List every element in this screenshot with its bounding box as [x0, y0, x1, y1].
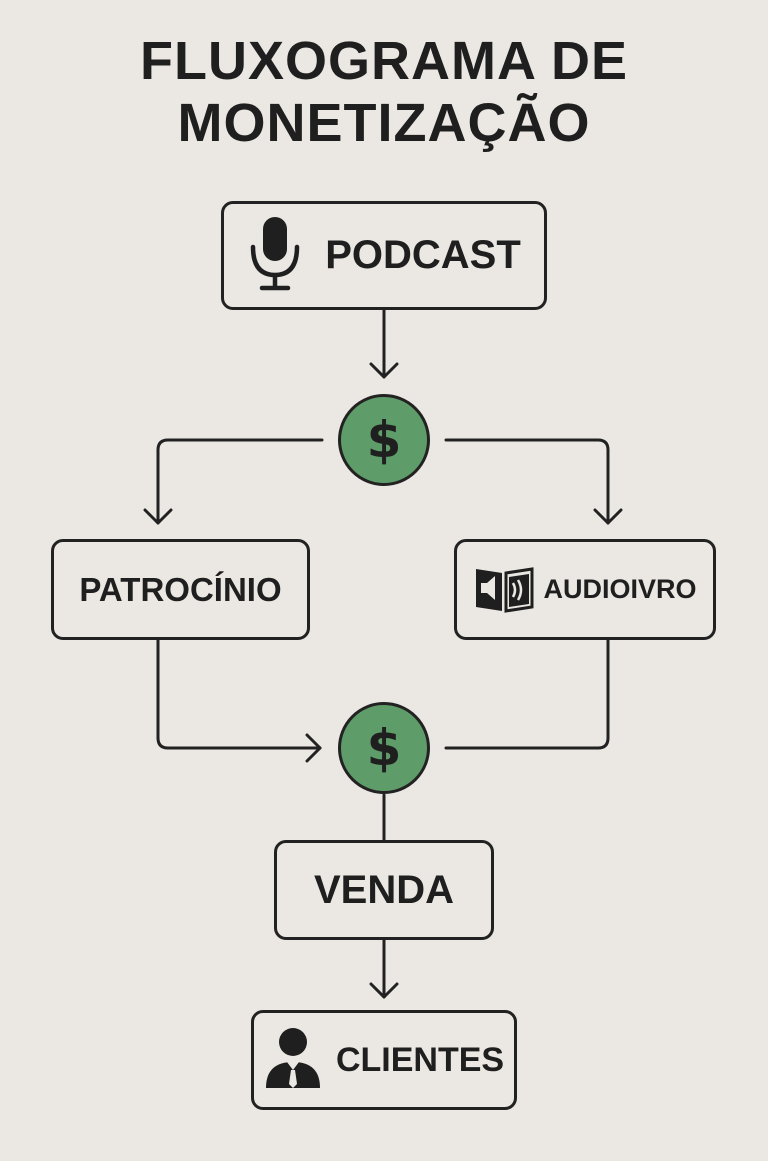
- coin-top-symbol: $: [366, 411, 402, 469]
- audiolivro-label: AUDIOIVRO: [543, 574, 697, 604]
- podcast-label: PODCAST: [325, 233, 521, 277]
- coin-mid-symbol: $: [366, 719, 402, 777]
- arrowhead-coin-mid: [305, 733, 322, 763]
- clientes-node: CLIENTES: [251, 1010, 517, 1110]
- title-line-2: MONETIZAÇÃO: [177, 93, 591, 153]
- connector-patrocinio-to-coin: [156, 638, 322, 750]
- arrowhead-patrocinio: [143, 508, 173, 525]
- patrocinio-label: PATROCÍNIO: [79, 570, 282, 608]
- podcast-node: PODCAST: [221, 201, 547, 310]
- arrowhead-audiolivro: [593, 508, 623, 525]
- venda-label: VENDA: [313, 867, 455, 912]
- connector-coin-to-audiolivro: [444, 438, 610, 525]
- clientes-label: CLIENTES: [335, 1040, 505, 1079]
- dollar-coin-icon: $: [338, 394, 430, 486]
- person-icon: [264, 1026, 322, 1095]
- audiobook-icon: [473, 561, 535, 618]
- diagram-title: FLUXOGRAMA DE MONETIZAÇÃO: [0, 30, 768, 154]
- arrowhead-coin-top: [369, 362, 399, 379]
- patrocinio-node: PATROCÍNIO: [51, 539, 310, 640]
- audiolivro-node: AUDIOIVRO: [454, 539, 716, 640]
- microphone-icon: [247, 213, 303, 298]
- venda-node: VENDA: [274, 840, 494, 940]
- dollar-coin-icon: $: [338, 702, 430, 794]
- arrowhead-clientes: [369, 982, 399, 999]
- title-line-1: FLUXOGRAMA DE: [140, 31, 628, 91]
- connector-coin-to-patrocinio: [156, 438, 324, 525]
- connector-audiolivro-to-coin: [444, 638, 610, 750]
